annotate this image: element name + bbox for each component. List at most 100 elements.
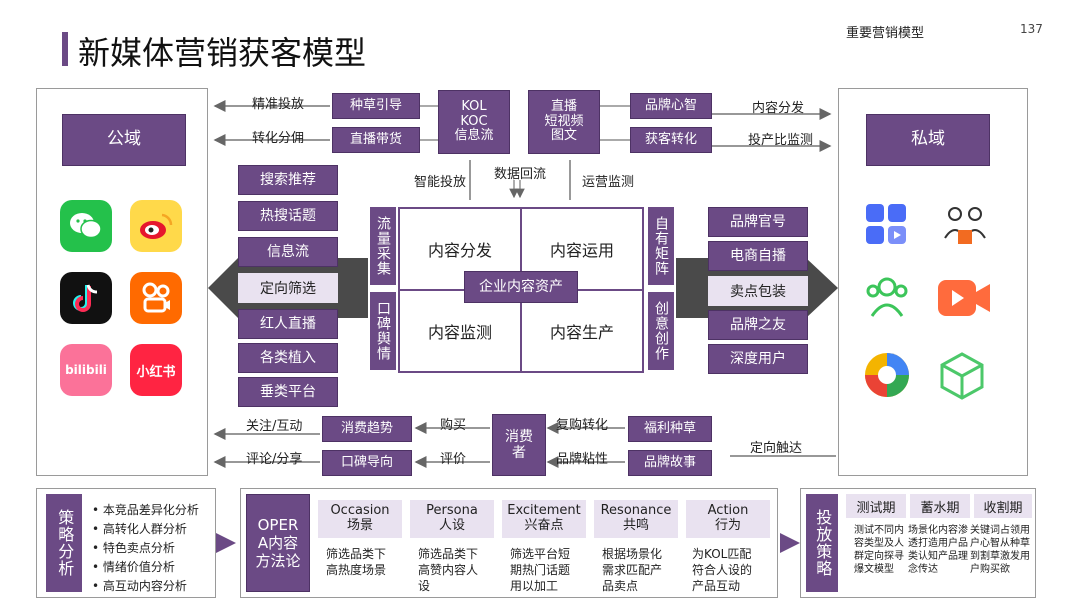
opera-title-text: OPERA内容方法论: [255, 516, 301, 570]
weibo-icon: [130, 200, 182, 252]
video-icon: [936, 276, 994, 324]
delivery-title: 投放策略: [806, 494, 838, 592]
phase-reservoir-header: 蓄水期: [910, 494, 970, 518]
cell-content-production: 内容生产: [549, 323, 614, 342]
strategy-bullet-3: • 特色卖点分析: [92, 541, 175, 555]
enterprise-content-assets: 企业内容资产: [464, 271, 578, 303]
bilibili-text: bilibili: [65, 363, 107, 377]
phase-harvest-desc: 关键词占领用 户心智从种草 到割草激发用 户购买欲: [970, 525, 1030, 575]
left-item-targeting: 定向筛选: [238, 273, 338, 303]
opera-col-excitement-header: Excitement 兴奋点: [502, 500, 586, 538]
title-accent-bar: [62, 32, 68, 66]
creative-creation: 创意创作: [648, 292, 674, 370]
phase-test-header: 测试期: [846, 494, 906, 518]
traffic-collection: 流量采集: [370, 207, 396, 285]
box-kol-koc: KOL KOC 信息流: [438, 90, 510, 154]
cell-content-application: 内容运用: [549, 241, 614, 260]
kuaishou-icon: [130, 272, 182, 324]
box-customer-conversion: 获客转化: [630, 127, 712, 153]
opera-excitement-en: Excitement: [507, 503, 581, 519]
box-brand-story: 品牌故事: [628, 450, 712, 476]
opera-action-en: Action: [707, 503, 749, 519]
label-roi-monitoring: 投产比监测: [748, 133, 814, 148]
wechat-icon: [60, 200, 112, 252]
page-number: 137: [1020, 22, 1043, 36]
right-item-selling-point: 卖点包装: [708, 276, 808, 306]
label-brand-stickiness: 品牌粘性: [556, 452, 609, 467]
opera-resonance-desc: 根据场景化 需求匹配产 品卖点: [602, 547, 663, 594]
right-item-deep-users: 深度用户: [708, 344, 808, 374]
opera-col-resonance-header: Resonance 共鸣: [594, 500, 678, 538]
strategy-bullet-2: • 高转化人群分析: [92, 522, 187, 536]
public-domain-title: 公域: [62, 114, 186, 166]
opera-action-desc: 为KOL匹配 符合人设的 产品互动: [692, 547, 753, 594]
opera-resonance-cn: 共鸣: [622, 518, 649, 533]
right-item-official-account: 品牌官号: [708, 207, 808, 237]
strategy-bullet-4: • 情绪价值分析: [92, 560, 175, 574]
box-welfare-seeding: 福利种草: [628, 416, 712, 442]
right-item-ecommerce-live: 电商自播: [708, 241, 808, 271]
opera-col-occasion-header: Occasion 场景: [318, 500, 402, 538]
opera-persona-en: Persona: [426, 503, 478, 519]
label-comment-share: 评论/分享: [246, 452, 303, 467]
label-content-distribution: 内容分发: [752, 101, 805, 116]
cell-content-distribution: 内容分发: [427, 241, 492, 260]
label-follow-interact: 关注/互动: [246, 419, 303, 434]
box-consumer: 消费 者: [492, 414, 546, 476]
box-live-sales: 直播带货: [332, 127, 420, 153]
box-brand-mindshare: 品牌心智: [630, 93, 712, 119]
cube-icon: [936, 350, 988, 406]
strategy-bullet-1: • 本竞品差异化分析: [92, 503, 199, 517]
phase-reservoir-desc: 场景化内容渗 透打造用户品 类认知产品理 念传达: [908, 525, 968, 575]
xiaohongshu-text: 小红书: [136, 364, 176, 380]
apps-icon: [862, 200, 912, 254]
opera-col-persona-header: Persona 人设: [410, 500, 494, 538]
group-icon: [862, 272, 912, 326]
opera-occasion-cn: 场景: [346, 518, 373, 533]
left-item-vertical-platform: 垂类平台: [238, 377, 338, 407]
bilibili-icon: bilibili: [60, 344, 112, 396]
cell-content-monitoring: 内容监测: [427, 323, 492, 342]
label-review: 评价: [440, 452, 467, 467]
opera-col-action-header: Action 行为: [686, 500, 770, 538]
label-targeted-reach: 定向触达: [750, 441, 803, 456]
box-consumption-trend: 消费趋势: [322, 416, 412, 442]
label-precise-delivery: 精准投放: [252, 97, 305, 112]
opera-occasion-en: Occasion: [330, 503, 390, 519]
label-data-backflow: 数据回流: [494, 167, 547, 182]
label-smart-delivery: 智能投放: [414, 175, 467, 190]
left-item-hot-topic: 热搜话题: [238, 201, 338, 231]
left-item-search: 搜索推荐: [238, 165, 338, 195]
label-purchase: 购买: [440, 418, 467, 433]
box-live-short-video: 直播 短视频 图文: [528, 90, 600, 154]
left-item-placement: 各类植入: [238, 343, 338, 373]
strategy-bullet-5: • 高互动内容分析: [92, 579, 187, 593]
xiaohongshu-icon: 小红书: [130, 344, 182, 396]
private-domain-title: 私域: [866, 114, 990, 166]
opera-excitement-cn: 兴奋点: [524, 518, 564, 533]
phase-harvest-header: 收割期: [974, 494, 1032, 518]
phase-test-desc: 测试不同内 容类型及人 群定向探寻 爆文模型: [854, 525, 904, 575]
own-matrix: 自有矩阵: [648, 207, 674, 285]
label-conversion-commission: 转化分佣: [252, 131, 305, 146]
box-seeding-guide: 种草引导: [332, 93, 420, 119]
left-item-influencer-live: 红人直播: [238, 309, 338, 339]
right-item-brand-friends: 品牌之友: [708, 310, 808, 340]
label-repurchase: 复购转化: [556, 418, 609, 433]
opera-resonance-en: Resonance: [600, 503, 672, 519]
opera-action-cn: 行为: [714, 518, 741, 533]
word-of-mouth: 口碑舆情: [370, 292, 396, 370]
opera-title: OPERA内容方法论: [246, 494, 310, 592]
strategy-title: 策略分析: [46, 494, 82, 592]
aperture-icon: [862, 350, 912, 404]
left-item-feed: 信息流: [238, 237, 338, 267]
label-operation-monitoring: 运营监测: [582, 175, 635, 190]
opera-occasion-desc: 筛选品类下 高热度场景: [326, 547, 387, 578]
opera-excitement-desc: 筛选平台短 期热门话题 用以加工: [510, 547, 571, 594]
users-icon: [940, 200, 990, 254]
section-label: 重要营销模型: [846, 26, 925, 41]
douyin-icon: [60, 272, 112, 324]
box-reputation-guide: 口碑导向: [322, 450, 412, 476]
opera-persona-desc: 筛选品类下 高赞内容人 设: [418, 547, 479, 594]
page-title: 新媒体营销获客模型: [78, 34, 367, 72]
